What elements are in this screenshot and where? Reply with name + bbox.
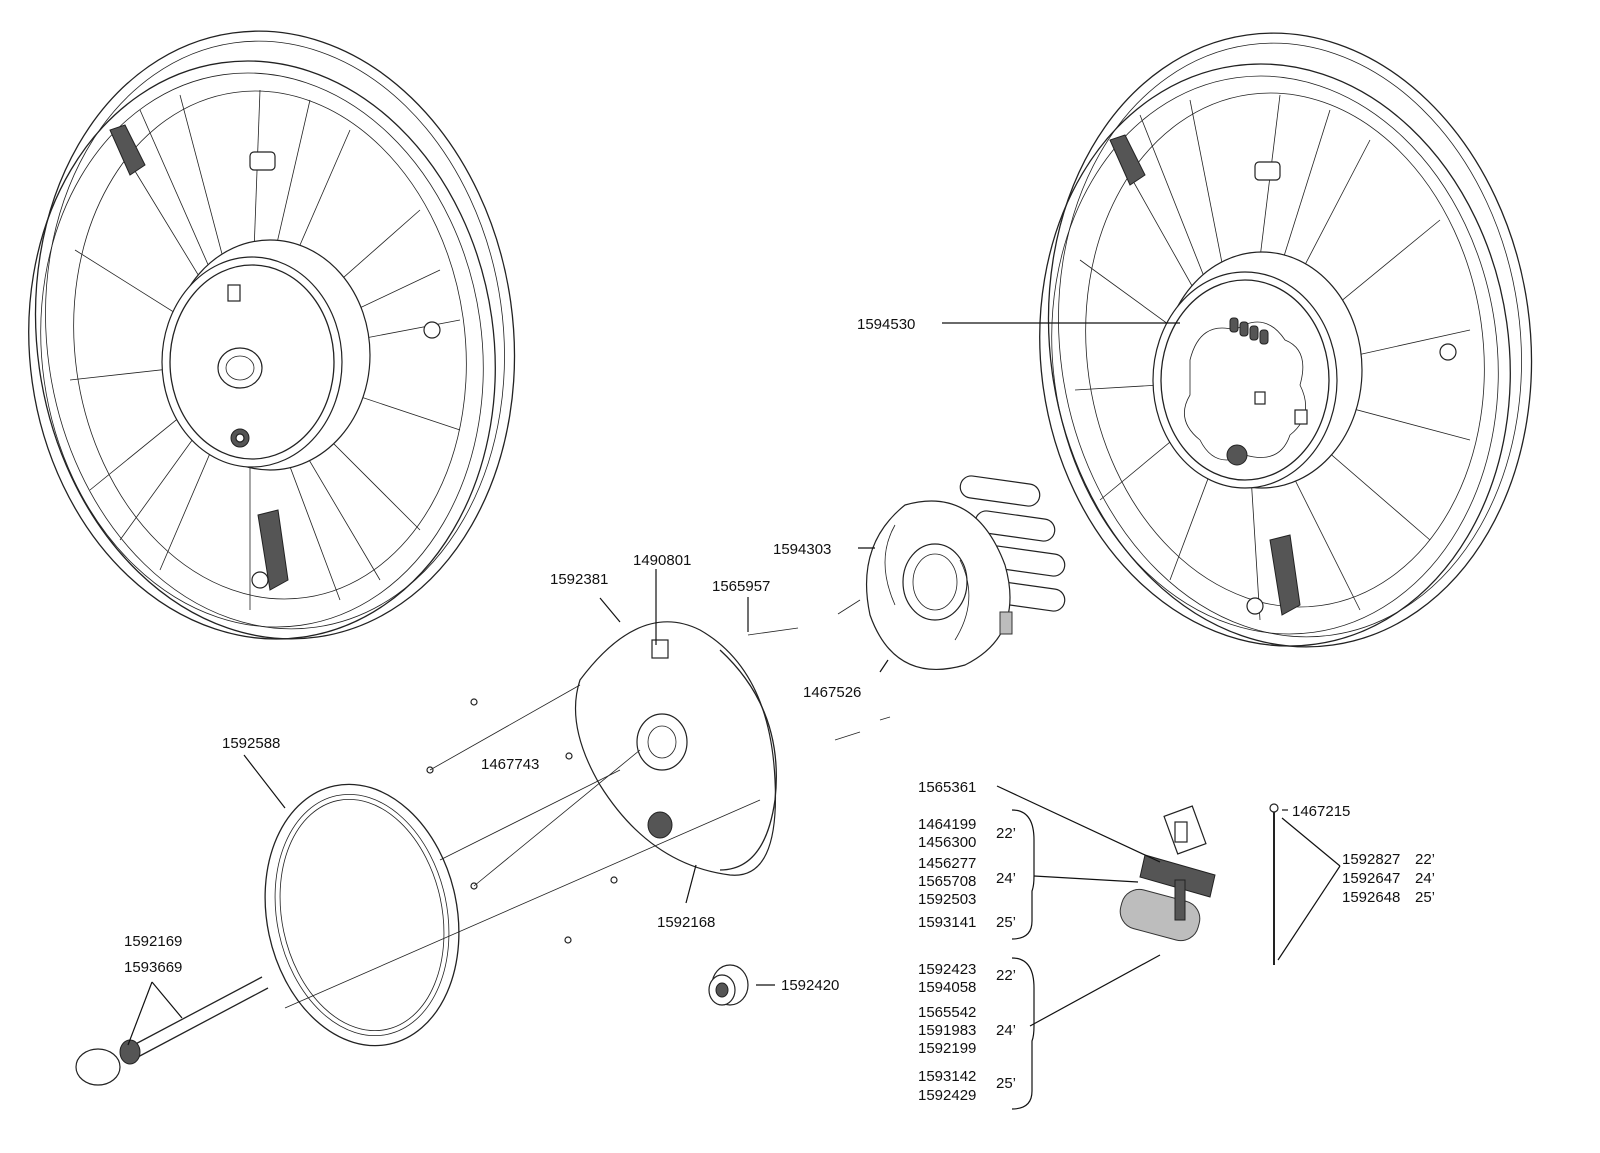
spoke-24-part: 1592647 — [1342, 870, 1400, 887]
valve-size-group: 1464199 1456300 22’ 1456277 1565708 1592… — [918, 816, 1016, 931]
rim-size-group: 1592423 1594058 22’ 1565542 1591983 1592… — [918, 961, 1016, 1104]
battery-pack-part — [865, 475, 1066, 670]
axle-part — [75, 976, 269, 1086]
hub-cover-part — [574, 621, 777, 876]
rim-24-part-3: 1592199 — [918, 1040, 976, 1057]
spoke-24-size: 24’ — [1415, 870, 1435, 887]
spoke-22-size: 22’ — [1415, 851, 1435, 868]
valve-24-size: 24’ — [996, 870, 1016, 887]
screws — [426, 599, 891, 944]
valve-24-part-2: 1565708 — [918, 873, 976, 890]
spoke-22-part: 1592827 — [1342, 851, 1400, 868]
label-1592420: 1592420 — [781, 977, 839, 994]
valve-22-size: 22’ — [996, 825, 1016, 842]
label-1592169: 1592169 — [124, 933, 182, 950]
spoke-25-part: 1592648 — [1342, 889, 1400, 906]
label-1467215: 1467215 — [1292, 803, 1350, 820]
plug-part — [708, 964, 749, 1006]
label-1592381: 1592381 — [550, 571, 608, 588]
label-1467526: 1467526 — [803, 684, 861, 701]
rim-24-part-1: 1565542 — [918, 1004, 976, 1021]
rim-25-part-2: 1592429 — [918, 1087, 976, 1104]
label-1467743: 1467743 — [481, 756, 539, 773]
rim-25-size: 25’ — [996, 1075, 1016, 1092]
label-1592588: 1592588 — [222, 735, 280, 752]
part-labels: 1594530 1594303 1490801 1592381 1565957 … — [124, 316, 1350, 994]
valve-25-part-1: 1593141 — [918, 914, 976, 931]
clamp-part — [1119, 805, 1216, 942]
rim-22-part-1: 1592423 — [918, 961, 976, 978]
valve-22-part-1: 1464199 — [918, 816, 976, 833]
label-1565361: 1565361 — [918, 779, 976, 796]
rim-22-size: 22’ — [996, 967, 1016, 984]
spoke-part — [1269, 803, 1279, 965]
valve-24-part-1: 1456277 — [918, 855, 976, 872]
right-wheel-assembly — [1039, 32, 1533, 648]
rim-25-part-1: 1593142 — [918, 1068, 976, 1085]
valve-25-size: 25’ — [996, 914, 1016, 931]
size-brackets — [1011, 809, 1035, 1110]
left-wheel-assembly — [28, 30, 516, 640]
label-1565957: 1565957 — [712, 578, 770, 595]
label-1593669: 1593669 — [124, 959, 182, 976]
label-1594530: 1594530 — [857, 316, 915, 333]
label-1594303: 1594303 — [773, 541, 831, 558]
rim-22-part-2: 1594058 — [918, 979, 976, 996]
valve-24-part-3: 1592503 — [918, 891, 976, 908]
valve-22-part-2: 1456300 — [918, 834, 976, 851]
spoke-25-size: 25’ — [1415, 889, 1435, 906]
rim-24-size: 24’ — [996, 1022, 1016, 1039]
seal-ring-part — [264, 783, 460, 1047]
label-1592168: 1592168 — [657, 914, 715, 931]
spoke-size-group: 1592827 22’ 1592647 24’ 1592648 25’ — [1342, 851, 1435, 906]
leader-lines — [127, 322, 1341, 1046]
rim-24-part-2: 1591983 — [918, 1022, 976, 1039]
label-1490801: 1490801 — [633, 552, 691, 569]
